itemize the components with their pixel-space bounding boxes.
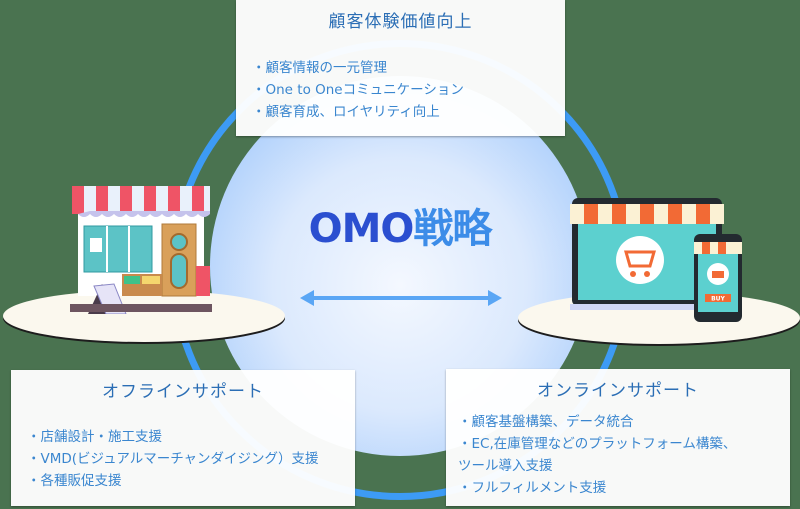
box-title: オンラインサポート: [537, 381, 699, 401]
left-platform: [3, 290, 285, 342]
list-item: ・顧客育成、ロイヤリティ向上: [252, 104, 440, 120]
offline-support-box: オフラインサポート ・店舗設計・施工支援 ・VMD(ビジュアルマーチャンダイジン…: [11, 370, 355, 506]
title-latin: OMO: [308, 206, 415, 252]
online-support-box: オンラインサポート ・顧客基盤構築、データ統合 ・EC,在庫管理などのプラットフ…: [446, 369, 790, 506]
list-item: ・顧客情報の一元管理: [252, 60, 387, 76]
list-item: ・各種販促支援: [27, 473, 122, 489]
list-item: ・One to Oneコミュニケーション: [252, 82, 464, 98]
physical-store-icon: [70, 186, 212, 314]
box-title: 顧客体験価値向上: [328, 12, 473, 32]
buy-label: BUY: [711, 296, 725, 303]
double-arrow-icon: [300, 290, 502, 306]
title-kanji: 戦略: [413, 206, 492, 252]
list-item: ・EC,在庫管理などのプラットフォーム構築、: [458, 436, 737, 452]
list-item: ・VMD(ビジュアルマーチャンダイジング）支援: [27, 451, 319, 467]
list-item: ・店舗設計・施工支援: [27, 429, 162, 445]
online-store-laptop-phone-icon: BUY: [570, 198, 742, 322]
customer-experience-box: 顧客体験価値向上 ・顧客情報の一元管理 ・One to Oneコミュニケーション…: [236, 0, 565, 136]
list-item: ツール導入支援: [458, 458, 553, 474]
box-title: オフラインサポート: [102, 382, 264, 402]
list-item: ・顧客基盤構築、データ統合: [458, 414, 634, 430]
list-item: ・フルフィルメント支援: [458, 480, 607, 496]
omo-strategy-title: OMO戦略: [300, 196, 500, 254]
